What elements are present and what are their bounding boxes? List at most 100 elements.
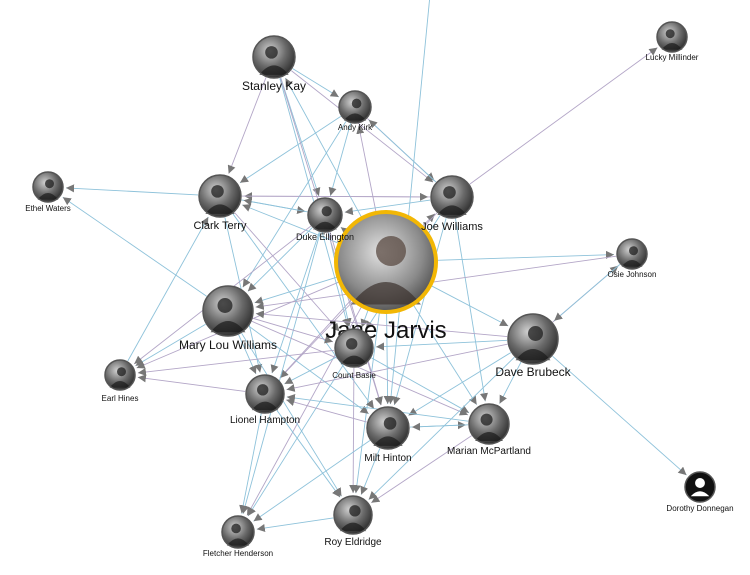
node-marylou[interactable]: Mary Lou Williams <box>179 285 277 352</box>
edge-osie-dave <box>553 264 621 322</box>
node-label-duke: Duke Ellington <box>296 232 354 242</box>
edge-dave-count <box>375 339 508 351</box>
edge-jane-marylou <box>254 276 338 305</box>
edge-marian-roy <box>371 435 472 504</box>
edge-roy-fletcher <box>256 517 334 533</box>
node-stanley[interactable]: Stanley Kay <box>242 35 306 93</box>
edge-marylou-milt <box>248 325 369 415</box>
edge-count-roy <box>349 367 358 494</box>
node-label-stanley: Stanley Kay <box>242 79 306 93</box>
edge-jane-osie <box>436 250 615 261</box>
node-label-dorothy: Dorothy Donnegan <box>666 504 733 513</box>
node-dave[interactable]: Dave Brubeck <box>495 313 572 379</box>
edge-andy-duke <box>328 123 351 196</box>
edge-stanley-clark <box>227 77 267 174</box>
edge-duke-fletcher <box>241 232 321 514</box>
edge-marylou-ethel <box>62 196 207 297</box>
node-duke[interactable]: Duke Ellington <box>296 197 354 242</box>
node-label-milt: Milt Hinton <box>364 453 411 464</box>
edge-stanley-joe <box>291 70 434 183</box>
edge-lionel-earl <box>137 374 246 392</box>
node-milt[interactable]: Milt Hinton <box>364 406 412 464</box>
node-label-lionel: Lionel Hampton <box>230 415 300 426</box>
node-lionel[interactable]: Lionel Hampton <box>230 374 300 426</box>
edge-clark-joe <box>241 192 429 201</box>
node-label-marian: Marian McPartland <box>447 446 531 457</box>
edge-jane-milt <box>383 312 392 405</box>
edge-duke-marylou <box>247 227 313 292</box>
edge-lionel-roy <box>276 409 341 498</box>
node-joe[interactable]: Joe Williams <box>421 175 483 233</box>
edge-count-earl <box>137 349 335 376</box>
node-count[interactable]: Count Basie <box>332 328 376 380</box>
node-earl[interactable]: Earl Hines <box>102 359 139 403</box>
edge-milt-lionel <box>286 398 367 423</box>
node-fletcher[interactable]: Fletcher Henderson <box>203 515 273 558</box>
node-label-marylou: Mary Lou Williams <box>179 338 277 352</box>
edge-clark-ethel <box>65 184 199 196</box>
edge-andy-marylou <box>242 121 347 288</box>
edge-dave-marylou <box>255 310 508 338</box>
node-osie[interactable]: Osie Johnson <box>608 238 657 279</box>
node-andy[interactable]: Andy Kirk <box>338 90 373 132</box>
node-clark[interactable]: Clark Terry <box>194 174 247 232</box>
edge-joe-duke <box>344 199 431 216</box>
edge-jane-count <box>360 309 369 328</box>
edge-joe-milt <box>392 218 447 406</box>
edge-duke-clark <box>243 197 308 213</box>
edge-marylou-earl <box>135 323 206 367</box>
edge-jane-joe <box>421 213 436 227</box>
node-label-andy: Andy Kirk <box>338 123 373 132</box>
node-label-dave: Dave Brubeck <box>495 365 571 379</box>
node-lucky[interactable]: Lucky Millinder <box>646 21 699 62</box>
edge-marian-milt <box>411 422 469 431</box>
edge-dave-milt <box>408 352 512 416</box>
edge-dave-roy <box>368 356 515 500</box>
node-label-joe: Joe Williams <box>421 221 483 233</box>
edge-count-fletcher <box>247 364 344 517</box>
edge-earl-clark <box>127 216 209 362</box>
edge-osie-marylou <box>255 255 617 310</box>
node-label-count: Count Basie <box>332 371 376 380</box>
edge-marylou-marian <box>251 320 469 416</box>
node-label-fletcher: Fletcher Henderson <box>203 549 273 558</box>
edge-offscreen-milt <box>387 0 430 405</box>
edge-marylou-count <box>252 317 334 344</box>
edge-jane-stanley <box>285 77 362 218</box>
edge-lionel-fletcher <box>239 413 262 514</box>
node-label-ethel: Ethel Waters <box>25 204 71 213</box>
node-label-roy: Roy Eldridge <box>324 537 382 548</box>
edge-andy-clark <box>239 116 342 184</box>
edge-milt-fletcher <box>253 440 371 522</box>
node-jane[interactable]: Jane Jarvis <box>325 210 447 344</box>
edge-joe-andy <box>368 119 437 183</box>
edge-clark-count <box>234 212 340 332</box>
edge-marylou-roy <box>241 332 342 497</box>
edge-dave-dorothy <box>552 355 687 476</box>
node-label-earl: Earl Hines <box>102 394 139 403</box>
node-roy[interactable]: Roy Eldridge <box>324 495 382 548</box>
edge-jane-andy <box>356 125 377 213</box>
edge-joe-marian <box>455 218 488 402</box>
node-dorothy[interactable]: Dorothy Donnegan <box>666 471 734 513</box>
node-ethel[interactable]: Ethel Waters <box>25 171 71 213</box>
node-marian[interactable]: Marian McPartland <box>447 403 531 457</box>
node-label-clark: Clark Terry <box>194 220 247 232</box>
edge-milt-roy <box>360 448 381 495</box>
edge-count-lionel <box>284 356 337 385</box>
node-label-osie: Osie Johnson <box>608 270 657 279</box>
edge-jane-clark <box>242 204 339 244</box>
edge-stanley-andy <box>292 68 340 98</box>
edge-dave-lionel <box>286 343 508 392</box>
edge-joe-lucky <box>469 47 658 185</box>
node-label-lucky: Lucky Millinder <box>646 53 699 62</box>
edge-jane-lionel <box>279 299 352 379</box>
edge-stanley-duke <box>280 77 321 197</box>
edge-duke-lionel <box>270 231 320 374</box>
edge-jane-marian <box>413 304 478 405</box>
edge-dave-marian <box>499 361 522 404</box>
edge-marylou-lionel <box>238 334 257 375</box>
edge-count-marian <box>371 357 470 414</box>
